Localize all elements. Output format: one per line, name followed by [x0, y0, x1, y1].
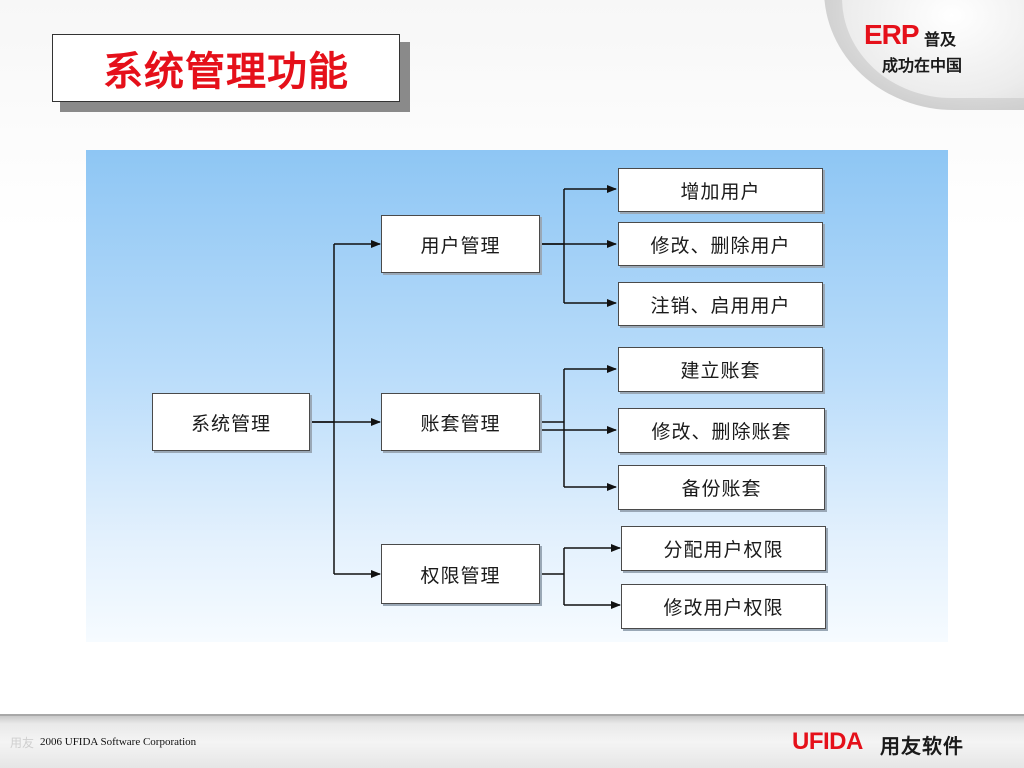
footer-ghost-text: 用友 — [10, 736, 35, 750]
node-label: 分配用户权限 — [663, 539, 784, 561]
node-label: 修改、删除账套 — [651, 421, 792, 443]
footer-brand-chinese: 用友软件 — [880, 734, 964, 758]
node-label: 账套管理 — [420, 412, 501, 435]
node-root-system-management: 系统管理 — [152, 393, 310, 451]
footer-divider — [0, 714, 1024, 717]
title-box: 系统管理功能 — [52, 34, 400, 102]
node-label: 用户管理 — [420, 234, 501, 257]
node-disable-enable-user: 注销、启用用户 — [618, 282, 823, 326]
logo-erp-text: ERP — [864, 19, 920, 50]
node-permission-management: 权限管理 — [381, 544, 540, 604]
footer-brand-logo: UFIDA — [792, 728, 863, 755]
node-edit-user-permission: 修改用户权限 — [621, 584, 826, 629]
node-backup-account: 备份账套 — [618, 465, 825, 510]
node-edit-delete-user: 修改、删除用户 — [618, 222, 823, 266]
node-label: 系统管理 — [190, 412, 271, 435]
node-label: 修改、删除用户 — [650, 234, 791, 257]
logo-tagline: 成功在中国 — [882, 56, 963, 75]
node-user-management: 用户管理 — [381, 215, 540, 273]
node-label: 权限管理 — [420, 564, 501, 587]
footer-bar — [0, 716, 1024, 768]
node-account-management: 账套管理 — [381, 393, 540, 451]
node-label: 注销、启用用户 — [650, 294, 791, 317]
node-create-account: 建立账套 — [618, 347, 823, 392]
node-label: 建立账套 — [680, 360, 761, 382]
logo-erp-suffix: 普及 — [924, 30, 957, 49]
node-label: 备份账套 — [681, 478, 762, 500]
footer-copyright: 2006 UFIDA Software Corporation — [40, 736, 197, 748]
node-label: 增加用户 — [680, 180, 761, 203]
node-add-user: 增加用户 — [618, 168, 823, 212]
node-assign-user-permission: 分配用户权限 — [621, 526, 826, 571]
page-title: 系统管理功能 — [103, 49, 349, 95]
node-label: 修改用户权限 — [663, 597, 784, 619]
node-edit-delete-account: 修改、删除账套 — [618, 408, 825, 453]
